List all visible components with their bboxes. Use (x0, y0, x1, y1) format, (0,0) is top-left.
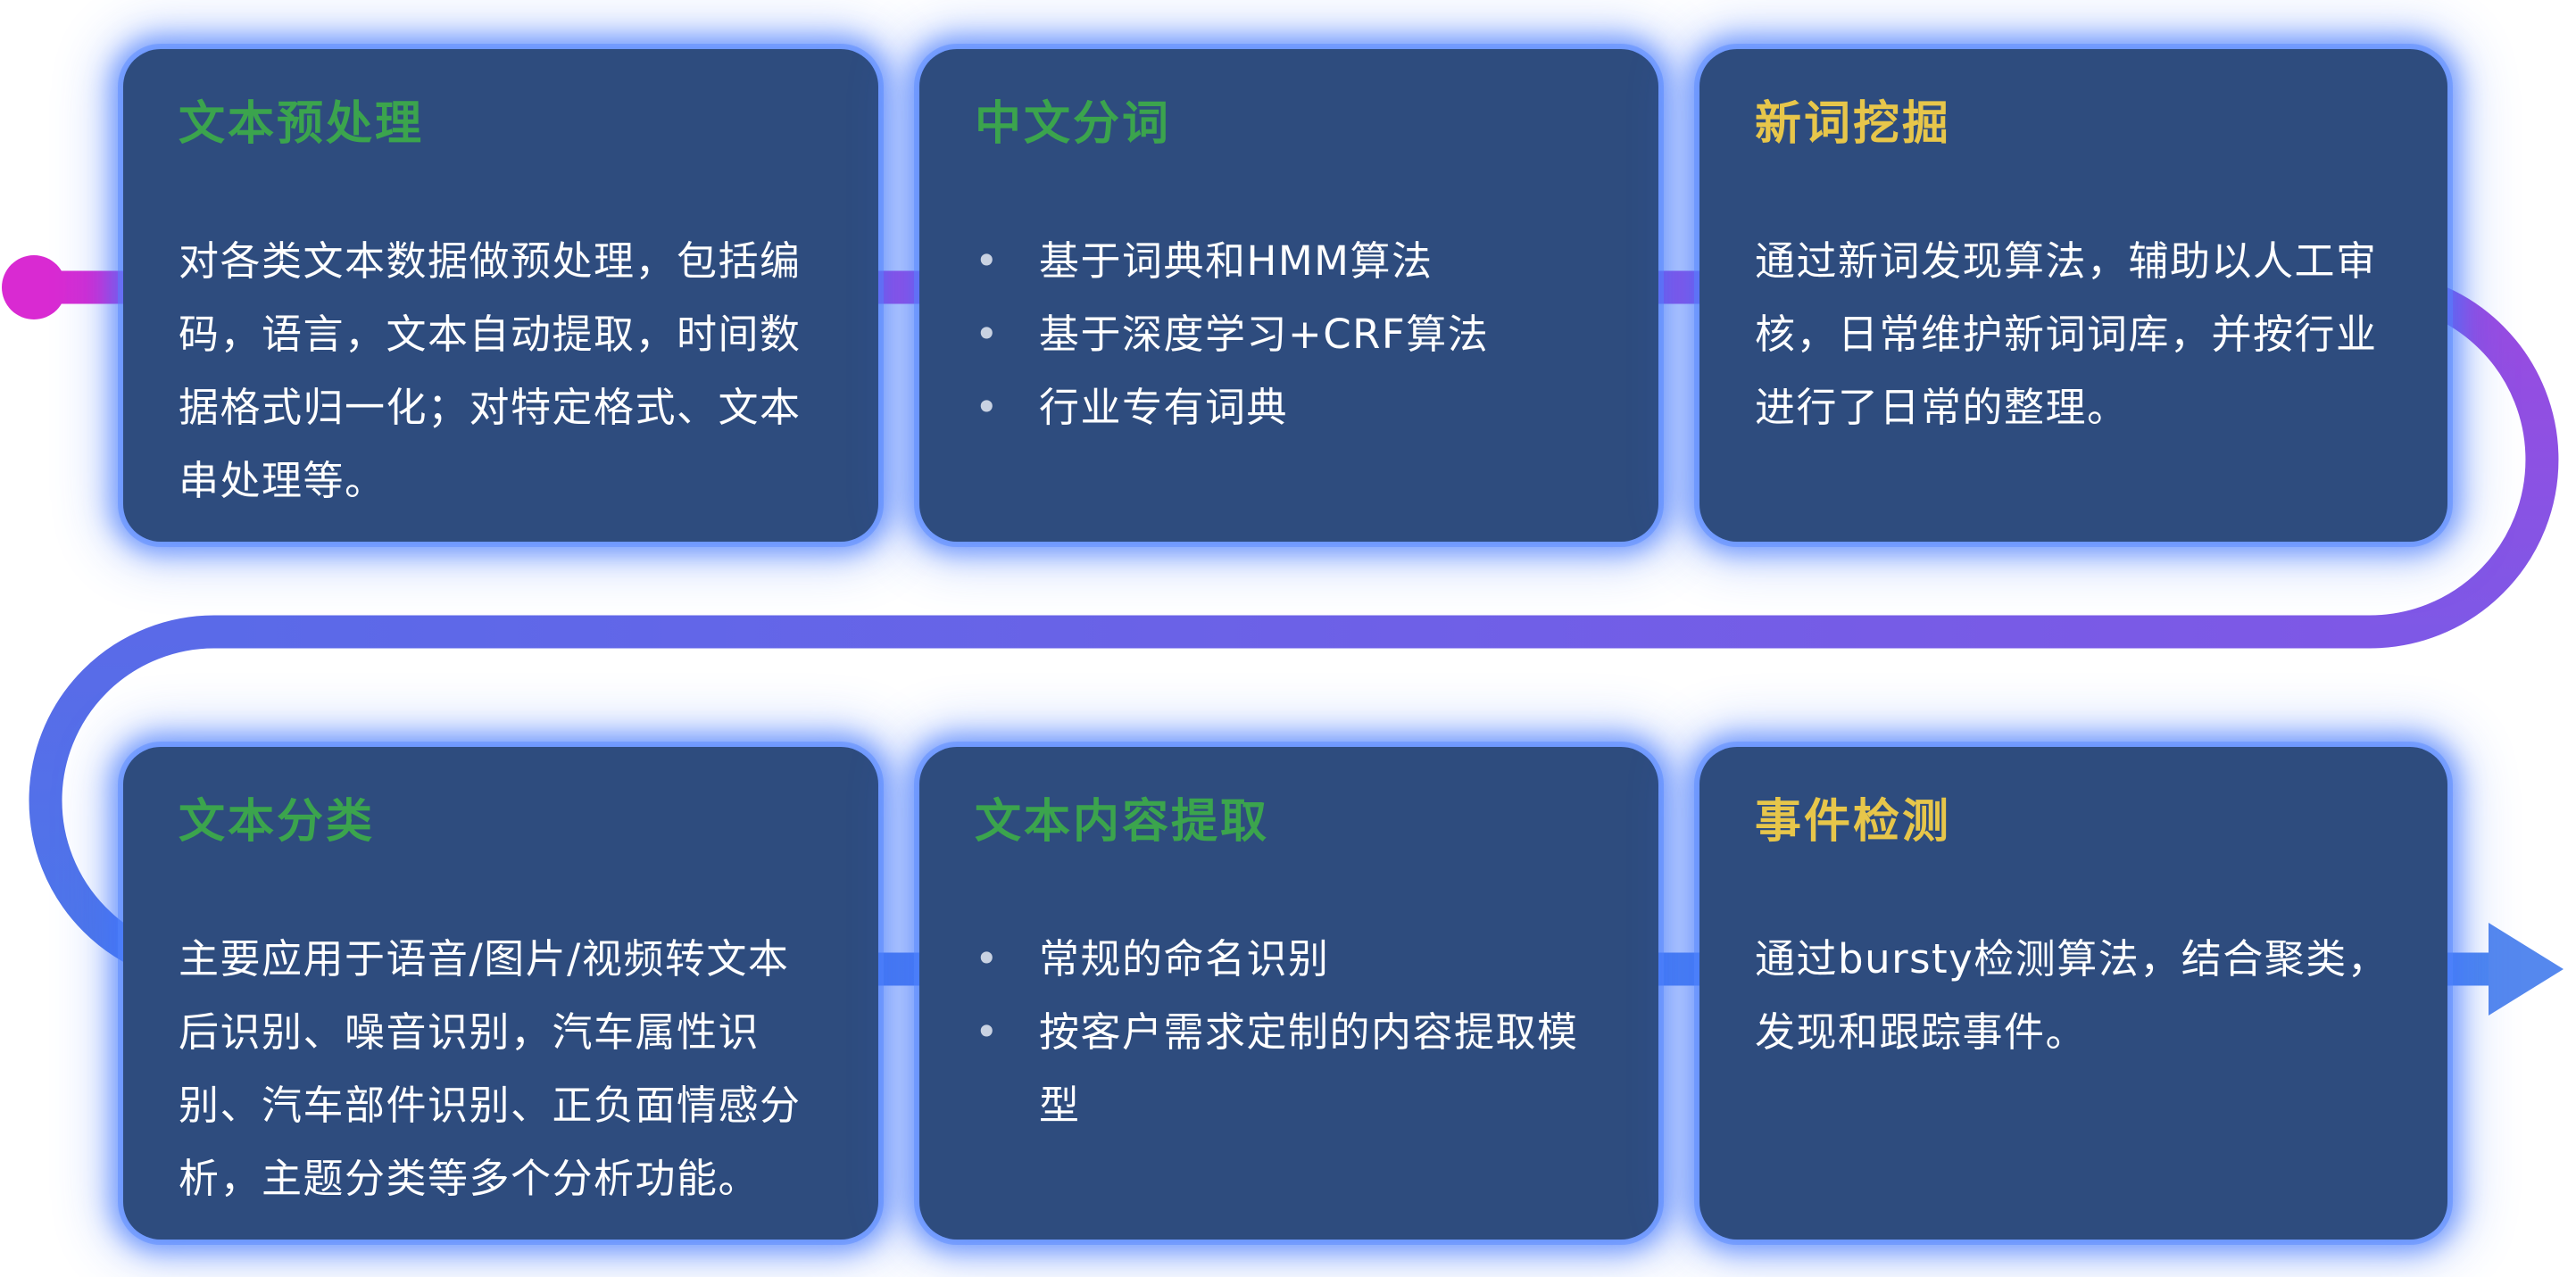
flow-start-dot-icon (2, 255, 66, 319)
card-text-content-extraction: 文本内容提取 常规的命名识别 按客户需求定制的内容提取模型 (919, 747, 1658, 1240)
bullet-text: 基于深度学习+CRF算法 (1039, 310, 1490, 358)
bullet-item: 行业专有词典 (975, 371, 1603, 444)
flow-curve-right (2369, 270, 2559, 649)
card-body-text-preprocessing: 对各类文本数据做预处理，包括编码，语言，文本自动提取，时间数据格式归一化；对特定… (179, 237, 802, 504)
card-title-text-content-extraction: 文本内容提取 (975, 795, 1270, 849)
bullet-text: 基于词典和HMM算法 (1039, 237, 1433, 285)
card-text-preprocessing: 文本预处理 对各类文本数据做预处理，包括编码，语言，文本自动提取，时间数据格式归… (123, 49, 878, 542)
bullet-item: 按客户需求定制的内容提取模型 (975, 996, 1603, 1142)
card-body-new-word-mining: 通过新词发现算法，辅助以人工审核，日常维护新词词库，并按行业进行了日常的整理。 (1755, 237, 2378, 431)
card-title-chinese-word-segmentation: 中文分词 (975, 97, 1172, 151)
card-bullet-list: 基于词典和HMM算法 基于深度学习+CRF算法 行业专有词典 (975, 225, 1603, 444)
bullet-item: 基于深度学习+CRF算法 (975, 298, 1603, 371)
bullet-text: 按客户需求定制的内容提取模型 (1039, 1008, 1579, 1129)
bullet-dot-icon (975, 923, 1039, 996)
bullet-item: 常规的命名识别 (975, 923, 1603, 996)
card-body-text-classification: 主要应用于语音/图片/视频转文本后识别、噪音识别，汽车属性识别、汽车部件识别、正… (179, 935, 802, 1202)
bullet-dot-icon (975, 298, 1039, 371)
card-chinese-word-segmentation: 中文分词 基于词典和HMM算法 基于深度学习+CRF算法 行业专有词典 (919, 49, 1658, 542)
card-bullet-list: 常规的命名识别 按客户需求定制的内容提取模型 (975, 923, 1603, 1142)
card-event-detection: 事件检测 通过bursty检测算法，结合聚类，发现和跟踪事件。 (1699, 747, 2447, 1240)
bullet-dot-icon (975, 996, 1039, 1069)
card-title-new-word-mining: 新词挖掘 (1755, 97, 1952, 151)
card-title-text-classification: 文本分类 (179, 795, 376, 849)
card-text-classification: 文本分类 主要应用于语音/图片/视频转文本后识别、噪音识别，汽车属性识别、汽车部… (123, 747, 878, 1240)
bullet-dot-icon (975, 225, 1039, 298)
card-title-event-detection: 事件检测 (1755, 795, 1952, 849)
card-title-text-preprocessing: 文本预处理 (179, 97, 425, 151)
bullet-text: 常规的命名识别 (1039, 935, 1330, 983)
card-new-word-mining: 新词挖掘 通过新词发现算法，辅助以人工审核，日常维护新词词库，并按行业进行了日常… (1699, 49, 2447, 542)
bullet-text: 行业专有词典 (1039, 383, 1289, 431)
bullet-dot-icon (975, 371, 1039, 444)
bullet-item: 基于词典和HMM算法 (975, 225, 1603, 298)
flow-end-arrow-icon (2489, 923, 2564, 1016)
card-body-event-detection: 通过bursty检测算法，结合聚类，发现和跟踪事件。 (1755, 935, 2389, 1056)
